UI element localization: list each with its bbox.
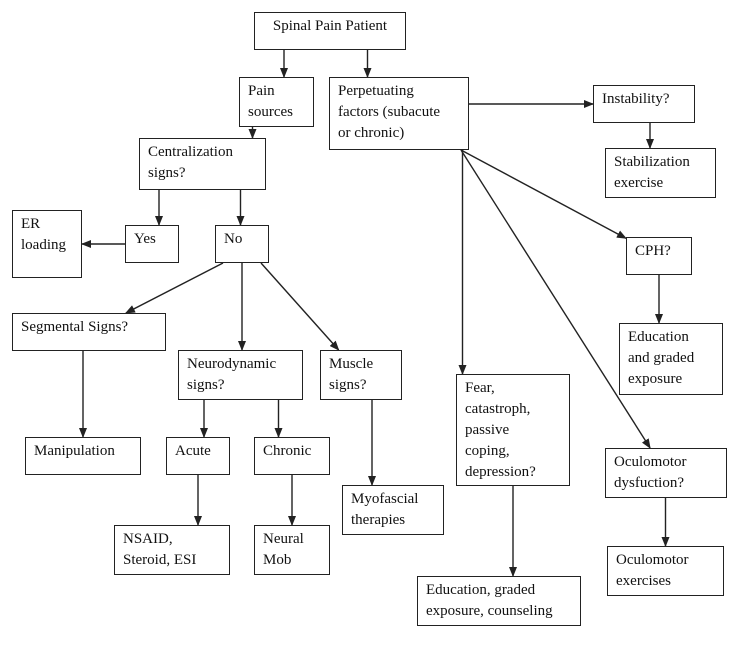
node-text-line: loading [21, 237, 66, 253]
node-education-graded-exposure: Education and graded exposure [619, 323, 723, 395]
node-text-line: Mob [263, 552, 292, 568]
node-text-line: Perpetuating [338, 83, 414, 99]
node-segmental-signs: Segmental Signs? [12, 313, 166, 351]
node-text-line: passive [465, 422, 510, 438]
node-fear-catastroph: Fear, catastroph, passive coping, depression… [456, 374, 570, 486]
node-text-line: Neurodynamic [187, 356, 277, 372]
node-er-loading: ER loading [12, 210, 82, 278]
node-pain-sources: Pain sources [239, 77, 314, 127]
node-text-line: therapies [351, 512, 406, 528]
node-text-line: exercise [614, 175, 664, 191]
node-text-line: Stabilization [614, 154, 690, 170]
node-text-line: Oculomotor [614, 454, 687, 470]
node-text-line: Centralization [148, 144, 233, 160]
node-text-line: Neural [263, 531, 304, 547]
node-text-line: Education, graded [426, 582, 536, 598]
node-text-line: catastroph, [465, 401, 531, 417]
node-text-line: NSAID, [123, 531, 173, 547]
node-myofascial-therapies: Myofascial therapies [342, 485, 444, 535]
node-text-line: depression? [465, 464, 536, 480]
node-text-line: Chronic [263, 443, 312, 459]
node-text-line: Steroid, ESI [123, 552, 197, 568]
node-oculomotor-dysfunction: Oculomotor dysfuction? [605, 448, 727, 498]
arrow-no-to-muscle_signs [260, 262, 340, 351]
node-text-line: No [224, 231, 243, 247]
node-cph: CPH? [626, 237, 692, 275]
node-neurodynamic-signs: Neurodynamic signs? [178, 350, 303, 400]
node-text-line: sources [248, 104, 293, 120]
node-text-line: coping, [465, 443, 510, 459]
node-text-line: exposure [628, 371, 683, 387]
arrow-perpetuating_factors-to-cph [460, 149, 627, 239]
node-text-line: Spinal Pain Patient [272, 18, 388, 34]
node-nsaid-steroid-esi: NSAID, Steroid, ESI [114, 525, 230, 575]
node-text-line: Pain [248, 83, 275, 99]
node-text-line: Segmental Signs? [21, 319, 129, 335]
node-text-line: CPH? [635, 243, 671, 259]
node-text-line: Oculomotor [616, 552, 689, 568]
node-yes: Yes [125, 225, 179, 263]
node-acute: Acute [166, 437, 230, 475]
node-perpetuating-factors: Perpetuating factors (subacute or chronic) [329, 77, 469, 150]
node-manipulation: Manipulation [25, 437, 141, 475]
node-text-line: exercises [616, 573, 671, 589]
node-oculomotor-exercises: Oculomotor exercises [607, 546, 724, 596]
node-text-line: Yes [134, 231, 156, 247]
node-text-line: dysfuction? [614, 475, 684, 491]
node-text-line: or chronic) [338, 125, 405, 141]
node-instability: Instability? [593, 85, 695, 123]
node-centralization-signs: Centralization signs? [139, 138, 266, 190]
node-text-line: Education [628, 329, 689, 345]
node-text-line: Myofascial [351, 491, 419, 507]
node-text-line: Acute [175, 443, 211, 459]
node-text-line: signs? [187, 377, 225, 393]
node-text-line: exposure, counseling [426, 603, 553, 619]
arrow-perpetuating_factors-to-oculomotor_dysfunction [460, 149, 651, 449]
node-text-line: signs? [148, 165, 186, 181]
node-stabilization-exercise: Stabilization exercise [605, 148, 716, 198]
arrow-no-to-segmental_signs [125, 262, 224, 314]
node-text-line: signs? [329, 377, 367, 393]
node-muscle-signs: Muscle signs? [320, 350, 402, 400]
node-no: No [215, 225, 269, 263]
node-text-line: Manipulation [34, 443, 115, 459]
node-text-line: and graded [628, 350, 695, 366]
node-text-line: factors (subacute [338, 104, 441, 120]
node-education-counseling: Education, graded exposure, counseling [417, 576, 581, 626]
node-text-line: Fear, [465, 380, 495, 396]
node-chronic: Chronic [254, 437, 330, 475]
node-spinal-pain-patient: Spinal Pain Patient [254, 12, 406, 50]
node-text-line: Instability? [602, 91, 670, 107]
node-text-line: ER [21, 216, 41, 232]
node-text-line: Muscle [329, 356, 374, 372]
